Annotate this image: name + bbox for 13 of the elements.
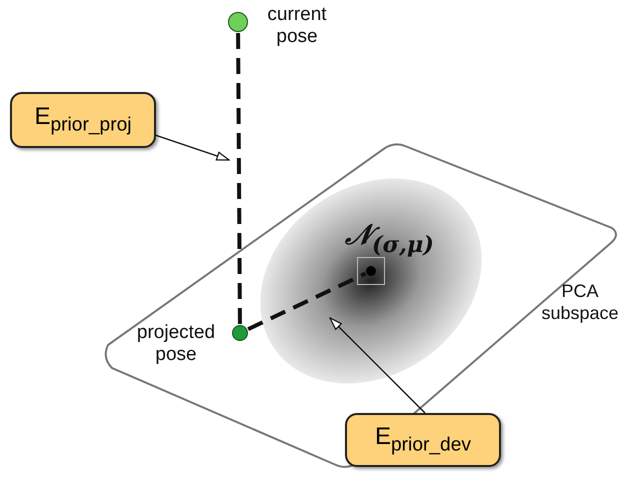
mean-point xyxy=(357,257,385,285)
dashed-line xyxy=(247,272,366,331)
callout-box: E$_{prior_dev}$ xyxy=(345,413,501,467)
plane-label: PCA subspace xyxy=(540,280,620,324)
distribution-label: 𝒩$_{(σ,μ)}$ xyxy=(345,218,434,258)
callout-box: E$_{prior_proj}$ xyxy=(10,92,156,148)
leader-line xyxy=(154,134,230,161)
leader-line xyxy=(329,317,426,414)
pose-point xyxy=(232,325,248,341)
point-label: projected pose xyxy=(136,322,216,366)
dashed-line xyxy=(236,32,242,324)
point-label: current pose xyxy=(266,4,328,48)
pose-point xyxy=(228,12,248,32)
